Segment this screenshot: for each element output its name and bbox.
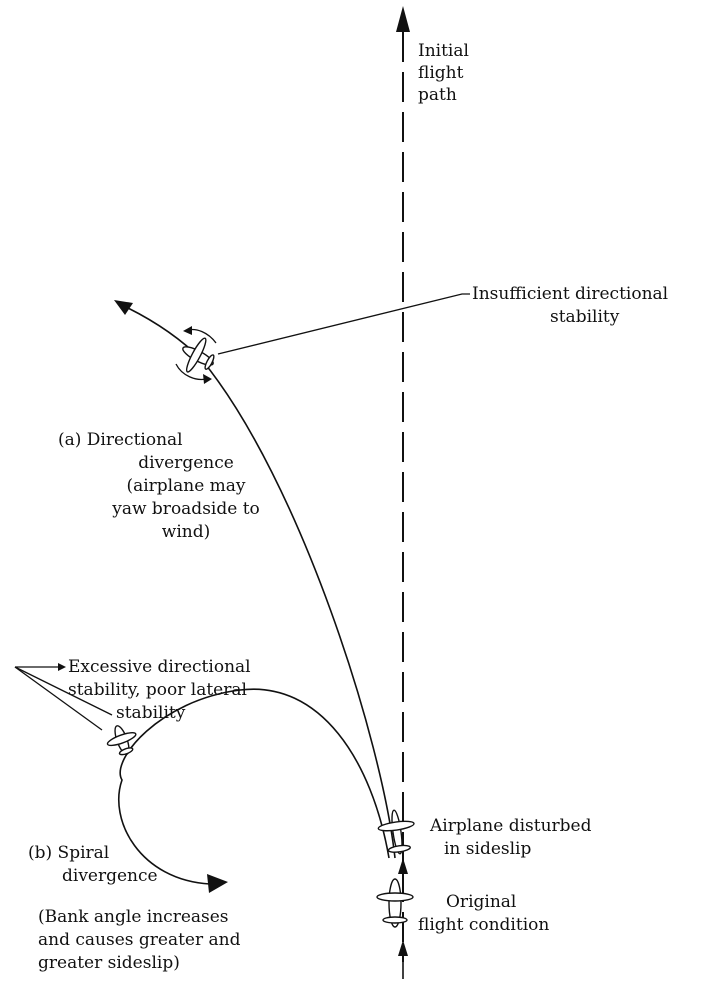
insufficient-stability-label-line2: stability bbox=[550, 307, 620, 327]
spiral-divergence-arrowhead bbox=[207, 874, 228, 893]
bank-angle-note-line3: greater sideslip) bbox=[38, 953, 180, 973]
insufficient-stability-label-line1: Insufficient directional bbox=[472, 284, 668, 304]
bank-angle-note-line2: and causes greater and bbox=[38, 930, 241, 950]
airplane-spiral-icon bbox=[106, 725, 137, 756]
airplane-yawing-icon bbox=[182, 337, 215, 373]
excessive-stability-label-line2: stability, poor lateral bbox=[68, 680, 247, 700]
airplane-disturbed-label-line1: Airplane disturbed bbox=[429, 816, 592, 836]
original-flight-condition-label-line2: flight condition bbox=[418, 915, 549, 935]
airplane-original-icon bbox=[376, 878, 414, 928]
initial-flight-path-label-line1: Initial bbox=[418, 41, 469, 61]
spiral-divergence-label-line1: (b) Spiral bbox=[28, 843, 109, 863]
spiral-divergence-label-line2: divergence bbox=[62, 866, 158, 886]
directional-divergence-label-line1: (a) Directional bbox=[58, 430, 183, 450]
original-direction-arrowhead-lower bbox=[398, 940, 408, 956]
bank-angle-note-line1: (Bank angle increases bbox=[38, 907, 229, 927]
excessive-stability-label-line1: Excessive directional bbox=[68, 657, 251, 677]
airplane-disturbed-label-line2: in sideslip bbox=[444, 839, 531, 859]
directional-divergence-label-line5: wind) bbox=[162, 522, 210, 542]
directional-divergence-arrowhead bbox=[114, 300, 133, 315]
spiral-divergence-path bbox=[117, 688, 390, 893]
initial-flight-path-label-line3: path bbox=[418, 85, 457, 105]
original-flight-condition-label-line1: Original bbox=[446, 892, 516, 912]
directional-divergence-label-line3: (airplane may bbox=[126, 476, 245, 496]
insufficient-stability-leader bbox=[217, 293, 470, 355]
original-direction-arrowhead-upper bbox=[398, 858, 408, 874]
excessive-stability-label-line3: stability bbox=[116, 703, 186, 723]
excessive-stability-leaders bbox=[14, 663, 113, 731]
yaw-rotation-arrows bbox=[175, 326, 217, 384]
flight-path-arrowhead bbox=[396, 6, 410, 32]
initial-flight-path-line bbox=[396, 6, 410, 979]
airplane-sideslip-icon bbox=[377, 809, 415, 855]
directional-divergence-path bbox=[114, 300, 396, 859]
initial-flight-path-label-line2: flight bbox=[418, 63, 464, 83]
directional-divergence-label-line4: yaw broadside to bbox=[111, 499, 260, 519]
directional-divergence-label-line2: divergence bbox=[138, 453, 234, 473]
